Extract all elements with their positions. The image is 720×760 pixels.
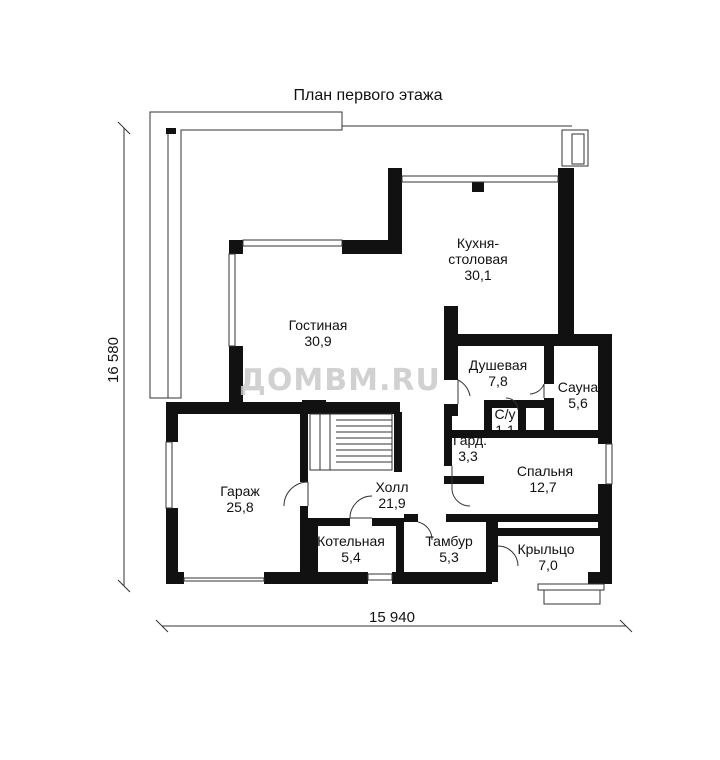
room-wc-area: 1,1 (495, 422, 515, 438)
room-shower-name: Душевая (469, 357, 527, 373)
room-living-name: Гостиная (289, 317, 348, 333)
room-wardrobe-name: Гард. (453, 432, 487, 448)
room-hall-name: Холл (376, 479, 409, 495)
room-shower-area: 7,8 (488, 373, 508, 389)
plan-title: План первого этажа (294, 87, 443, 104)
room-vestibule-name: Тамбур (425, 533, 473, 549)
room-porch-area: 7,0 (538, 557, 558, 573)
watermark: ДОМВМ.RU (239, 363, 441, 398)
staircase (309, 413, 393, 471)
terrace-outline (149, 111, 589, 399)
room-wc-name: С/у (495, 406, 516, 422)
walls (166, 128, 612, 584)
room-wardrobe-area: 3,3 (458, 448, 478, 464)
windows (165, 175, 613, 605)
room-sauna-area: 5,6 (568, 395, 588, 411)
room-garage-area: 25,8 (226, 499, 253, 515)
width-dimension: 15 940 (369, 609, 415, 626)
room-boiler-area: 5,4 (341, 549, 361, 565)
room-bedroom-name: Спальня (517, 463, 573, 479)
room-boiler-name: Котельная (317, 533, 385, 549)
room-sauna-name: Сауна (558, 379, 599, 395)
doors (283, 379, 545, 567)
room-garage-name: Гараж (220, 483, 260, 499)
room-porch-name: Крыльцо (517, 541, 574, 557)
room-kitchen-area: 30,1 (464, 267, 491, 283)
room-kitchen-name: Кухня-столовая (448, 235, 508, 267)
height-dimension: 16 580 (105, 337, 122, 383)
dimension-lines (117, 121, 633, 633)
room-living-area: 30,9 (304, 333, 331, 349)
room-labels: Кухня-столовая 30,1 Гостиная 30,9 Душева… (220, 235, 598, 573)
room-bedroom-area: 12,7 (529, 479, 556, 495)
room-hall-area: 21,9 (378, 495, 405, 511)
room-vestibule-area: 5,3 (439, 549, 459, 565)
